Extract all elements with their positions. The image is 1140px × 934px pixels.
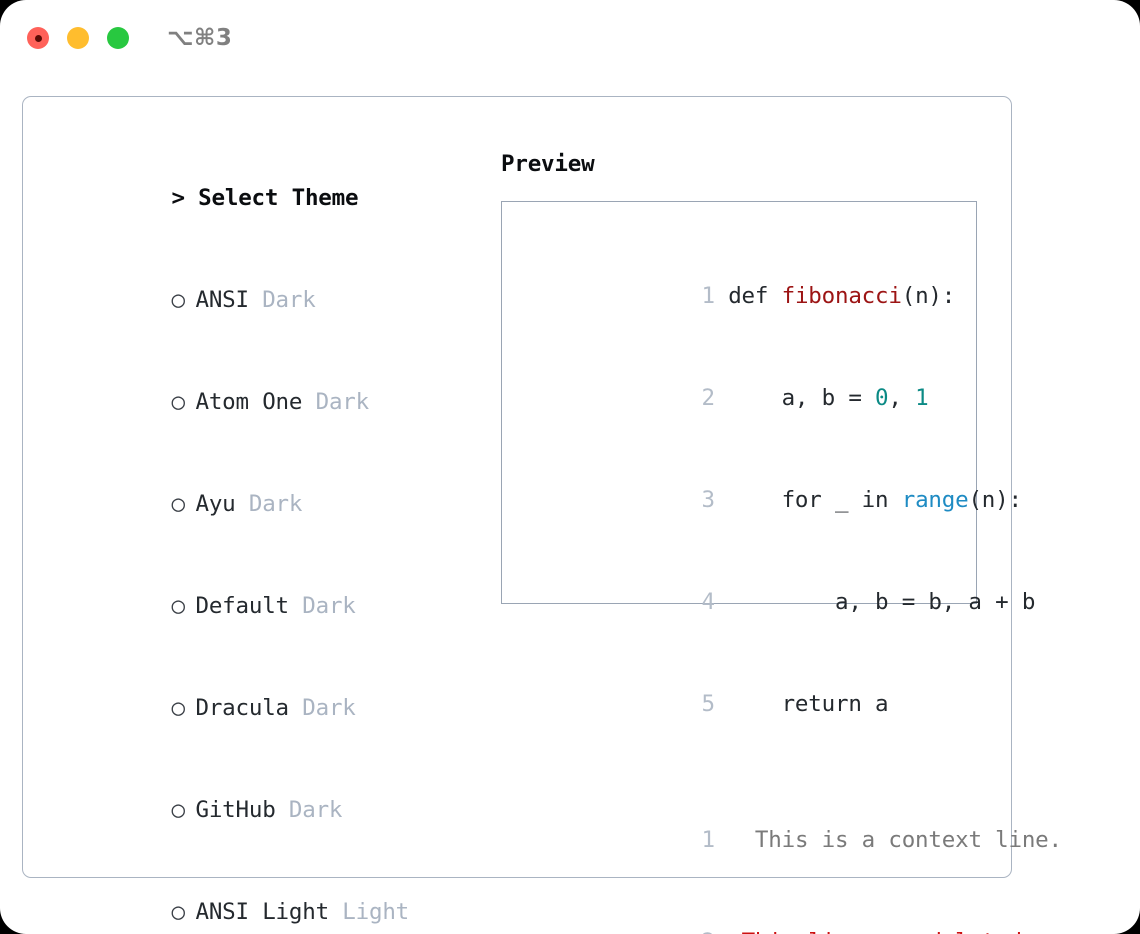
preview-heading: Preview (501, 151, 595, 177)
theme-name: GitHub (195, 797, 276, 823)
code-token: return a (714, 691, 889, 717)
theme-tag: Light (328, 899, 410, 925)
theme-name: Dracula (195, 695, 289, 721)
line-number: 5 (701, 691, 716, 717)
theme-name: Atom One (195, 389, 303, 415)
code-token: for _ in (714, 487, 902, 513)
theme-tag: Dark (288, 593, 356, 619)
theme-tag: Dark (275, 797, 343, 823)
code-token: a, b = b, a + b (714, 589, 1036, 615)
theme-option-github-dark[interactable]: ○ GitHub Dark (38, 759, 493, 861)
code-token: , (888, 385, 916, 411)
theme-option-default-dark[interactable]: ○ Default Dark (38, 555, 493, 657)
code-line: 1 def fibonacci(n): (514, 245, 972, 347)
code-token-builtin: range (901, 487, 969, 513)
code-token-number: 1 (915, 385, 929, 411)
line-number: 2 (701, 925, 716, 934)
theme-option-atom-one-dark[interactable]: ○ Atom One Dark (38, 351, 493, 453)
theme-tag: Dark (302, 389, 370, 415)
theme-option-ayu-dark[interactable]: ○ Ayu Dark (38, 453, 493, 555)
prompt-caret: > (171, 185, 199, 211)
theme-option-ansi-light[interactable]: ○ ANSI Light Light (38, 861, 493, 934)
code-token-function: fibonacci (781, 283, 902, 309)
diff-marker: - (715, 929, 742, 934)
theme-name: ANSI Light (195, 899, 329, 925)
preview-box: 1 def fibonacci(n): 2 a, b = 0, 1 3 for … (501, 201, 1062, 934)
theme-option-dracula-dark[interactable]: ○ Dracula Dark (38, 657, 493, 759)
diff-line-context: 1 This is a context line. (514, 789, 1063, 891)
radio-empty-icon: ○ (171, 797, 199, 823)
line-number: 4 (701, 589, 716, 615)
minimize-button-icon[interactable] (67, 27, 89, 49)
diff-text: This line was deleted. (742, 929, 1036, 934)
code-line: 4 a, b = b, a + b (514, 551, 1036, 653)
theme-tag: Dark (235, 491, 303, 517)
code-token: a, b = (714, 385, 876, 411)
line-number: 3 (701, 487, 716, 513)
select-theme-label: Select Theme (198, 185, 359, 211)
code-token: (n): (968, 487, 1022, 513)
code-line: 3 for _ in range(n): (514, 449, 1023, 551)
line-number: 1 (701, 283, 716, 309)
code-line: 5 return a (514, 653, 972, 755)
main-panel: > Select Theme ○ ANSI Dark ○ Atom One Da… (22, 96, 1062, 934)
radio-empty-icon: ○ (171, 491, 199, 517)
theme-option-ansi-dark[interactable]: ○ ANSI Dark (38, 249, 493, 351)
diff-line-deleted: 2- This line was deleted. (514, 891, 1036, 934)
traffic-lights (27, 27, 129, 49)
code-line: 2 a, b = 0, 1 (514, 347, 972, 449)
diff-text: This is a context line. (741, 827, 1062, 853)
radio-empty-icon: ○ (171, 389, 199, 415)
code-token: (n): (901, 283, 956, 309)
close-button-icon[interactable] (27, 27, 49, 49)
select-theme-heading: > Select Theme (38, 147, 493, 249)
diff-marker (715, 827, 742, 853)
theme-tag: Dark (248, 287, 316, 313)
theme-name: Default (195, 593, 289, 619)
preview-column: Preview 1 def fibonacci(n): 2 a, b = 0, … (501, 147, 1062, 934)
code-token: def (714, 283, 782, 309)
line-number: 2 (701, 385, 716, 411)
theme-tag: Dark (288, 695, 356, 721)
maximize-button-icon[interactable] (107, 27, 129, 49)
code-diff-gap (514, 755, 972, 789)
theme-name: Ayu (195, 491, 236, 517)
preview-code-area: 1 def fibonacci(n): 2 a, b = 0, 1 3 for … (514, 245, 1063, 934)
title-bar: ⌥⌘3 (0, 0, 1140, 76)
radio-empty-icon: ○ (171, 593, 199, 619)
line-number: 1 (701, 827, 716, 853)
radio-empty-icon: ○ (171, 287, 199, 313)
code-token-number: 0 (875, 385, 889, 411)
theme-picker-column: > Select Theme ○ ANSI Dark ○ Atom One Da… (38, 147, 493, 934)
window-title: ⌥⌘3 (167, 25, 233, 51)
radio-empty-icon: ○ (171, 899, 199, 925)
theme-name: ANSI (195, 287, 249, 313)
radio-empty-icon: ○ (171, 695, 199, 721)
